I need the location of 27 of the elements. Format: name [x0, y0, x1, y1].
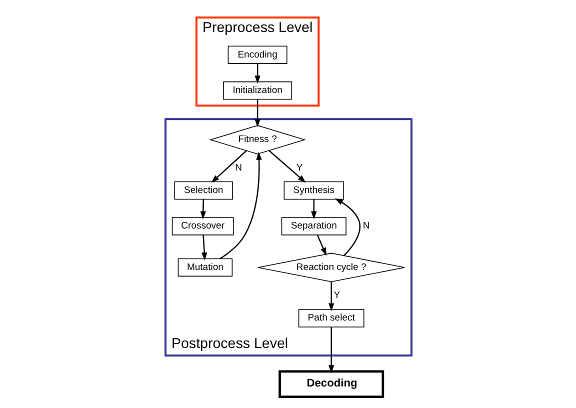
- edge-label: Y: [333, 290, 340, 302]
- arrow: [254, 64, 260, 84]
- arrow: [316, 234, 326, 256]
- edge-label: N: [234, 162, 242, 174]
- node-box: Selection: [174, 181, 232, 200]
- node-diamond: Fitness ?: [208, 125, 306, 154]
- node-box: Path select: [298, 309, 364, 328]
- edge-label: Y: [296, 162, 302, 174]
- arrow: [268, 150, 306, 183]
- node-diamond: Reaction cycle ?: [257, 252, 404, 282]
- edge-label: N: [362, 220, 370, 232]
- arrow: [201, 235, 207, 261]
- arrow: [334, 198, 360, 256]
- arrow: [310, 200, 316, 220]
- node-box: Crossover: [171, 217, 234, 236]
- node-box: Synthesis: [283, 181, 344, 200]
- arrow: [210, 150, 246, 183]
- arrow: [200, 200, 206, 220]
- node-box: Mutation: [177, 258, 232, 277]
- node-box: Encoding: [227, 46, 287, 64]
- node-box: Decoding: [278, 370, 384, 398]
- arrow: [328, 282, 334, 312]
- arrow: [254, 99, 260, 128]
- arrow: [219, 152, 262, 260]
- arrow: [328, 327, 334, 374]
- node-box: Separation: [280, 217, 346, 236]
- node-box: Initialization: [222, 81, 292, 100]
